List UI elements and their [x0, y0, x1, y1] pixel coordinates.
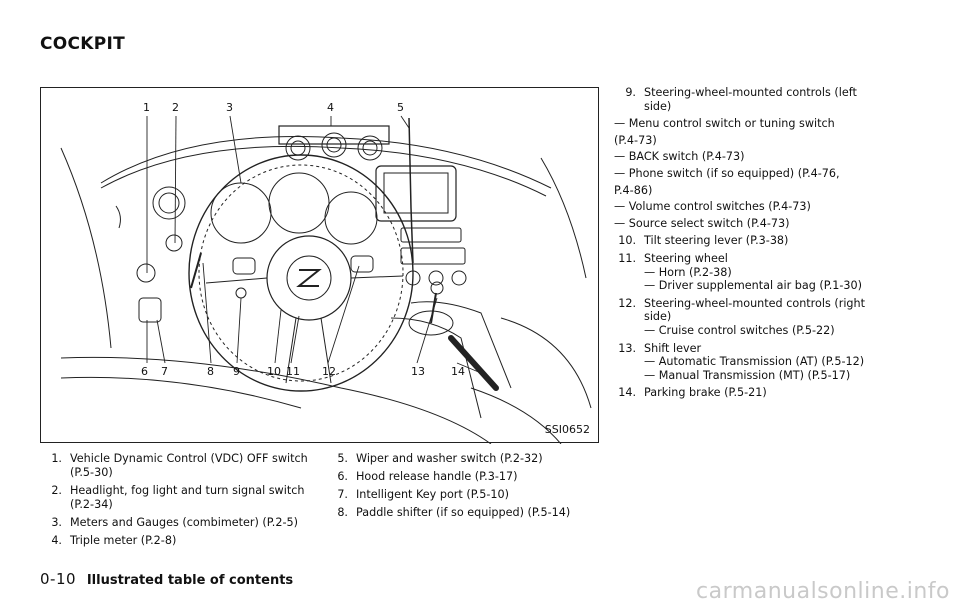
- list-item: 11. Steering wheel — Horn (P.2-38) — Dri…: [618, 251, 863, 293]
- list-item: 1. Vehicle Dynamic Control (VDC) OFF swi…: [51, 452, 308, 479]
- list-left: 1. Vehicle Dynamic Control (VDC) OFF swi…: [40, 452, 320, 552]
- list-right: 9. Steering-wheel-mounted controls (left…: [614, 86, 904, 404]
- list-item: 2. Headlight, fog light and turn signal …: [51, 484, 305, 511]
- cockpit-illustration: 1 2 3 4 5 6 7 8 9 10 11 12 13 14 SSI0652: [40, 87, 599, 444]
- sub-list-9: — Menu control switch or tuning switch (…: [614, 117, 840, 230]
- callout-3: 3: [226, 101, 233, 114]
- callout-2: 2: [172, 101, 179, 114]
- callout-8: 8: [207, 365, 214, 378]
- page-heading: COCKPIT: [40, 34, 126, 54]
- list-middle: 5. Wiper and washer switch (P.2-32) 6. H…: [326, 452, 596, 524]
- callout-7: 7: [161, 365, 168, 378]
- list-item: 8. Paddle shifter (if so equipped) (P.5-…: [337, 506, 571, 519]
- cockpit-drawing: [60, 115, 592, 444]
- list-item: 4. Triple meter (P.2-8): [51, 534, 177, 547]
- list-item: 6. Hood release handle (P.3-17): [337, 470, 518, 483]
- list-item: 10. Tilt steering lever (P.3-38): [618, 234, 789, 248]
- list-item: 3. Meters and Gauges (combimeter) (P.2-5…: [51, 516, 298, 529]
- callout-5: 5: [397, 101, 404, 114]
- callout-4: 4: [327, 101, 334, 114]
- callout-1: 1: [143, 101, 150, 114]
- callout-14: 14: [451, 365, 465, 378]
- watermark: carmanualsonline.info: [696, 579, 950, 604]
- list-item: 12. Steering-wheel-mounted controls (rig…: [618, 296, 866, 337]
- list-item: 13. Shift lever — Automatic Transmission…: [618, 341, 865, 382]
- list-item: 5. Wiper and washer switch (P.2-32): [337, 452, 543, 465]
- list-item: 9. Steering-wheel-mounted controls (left…: [625, 86, 857, 113]
- figure-code: SSI0652: [544, 423, 590, 436]
- page-number: 0-10: [40, 570, 77, 588]
- callout-10: 10: [267, 365, 281, 378]
- list-item: 14. Parking brake (P.5-21): [618, 386, 767, 400]
- callout-6: 6: [141, 365, 148, 378]
- callout-12: 12: [322, 365, 336, 378]
- page-footer: 0-10 Illustrated table of contents: [40, 570, 293, 588]
- list-item: 7. Intelligent Key port (P.5-10): [337, 488, 510, 501]
- callout-11: 11: [286, 365, 300, 378]
- callout-9: 9: [233, 365, 240, 378]
- callout-13: 13: [411, 365, 425, 378]
- section-title: Illustrated table of contents: [86, 573, 294, 588]
